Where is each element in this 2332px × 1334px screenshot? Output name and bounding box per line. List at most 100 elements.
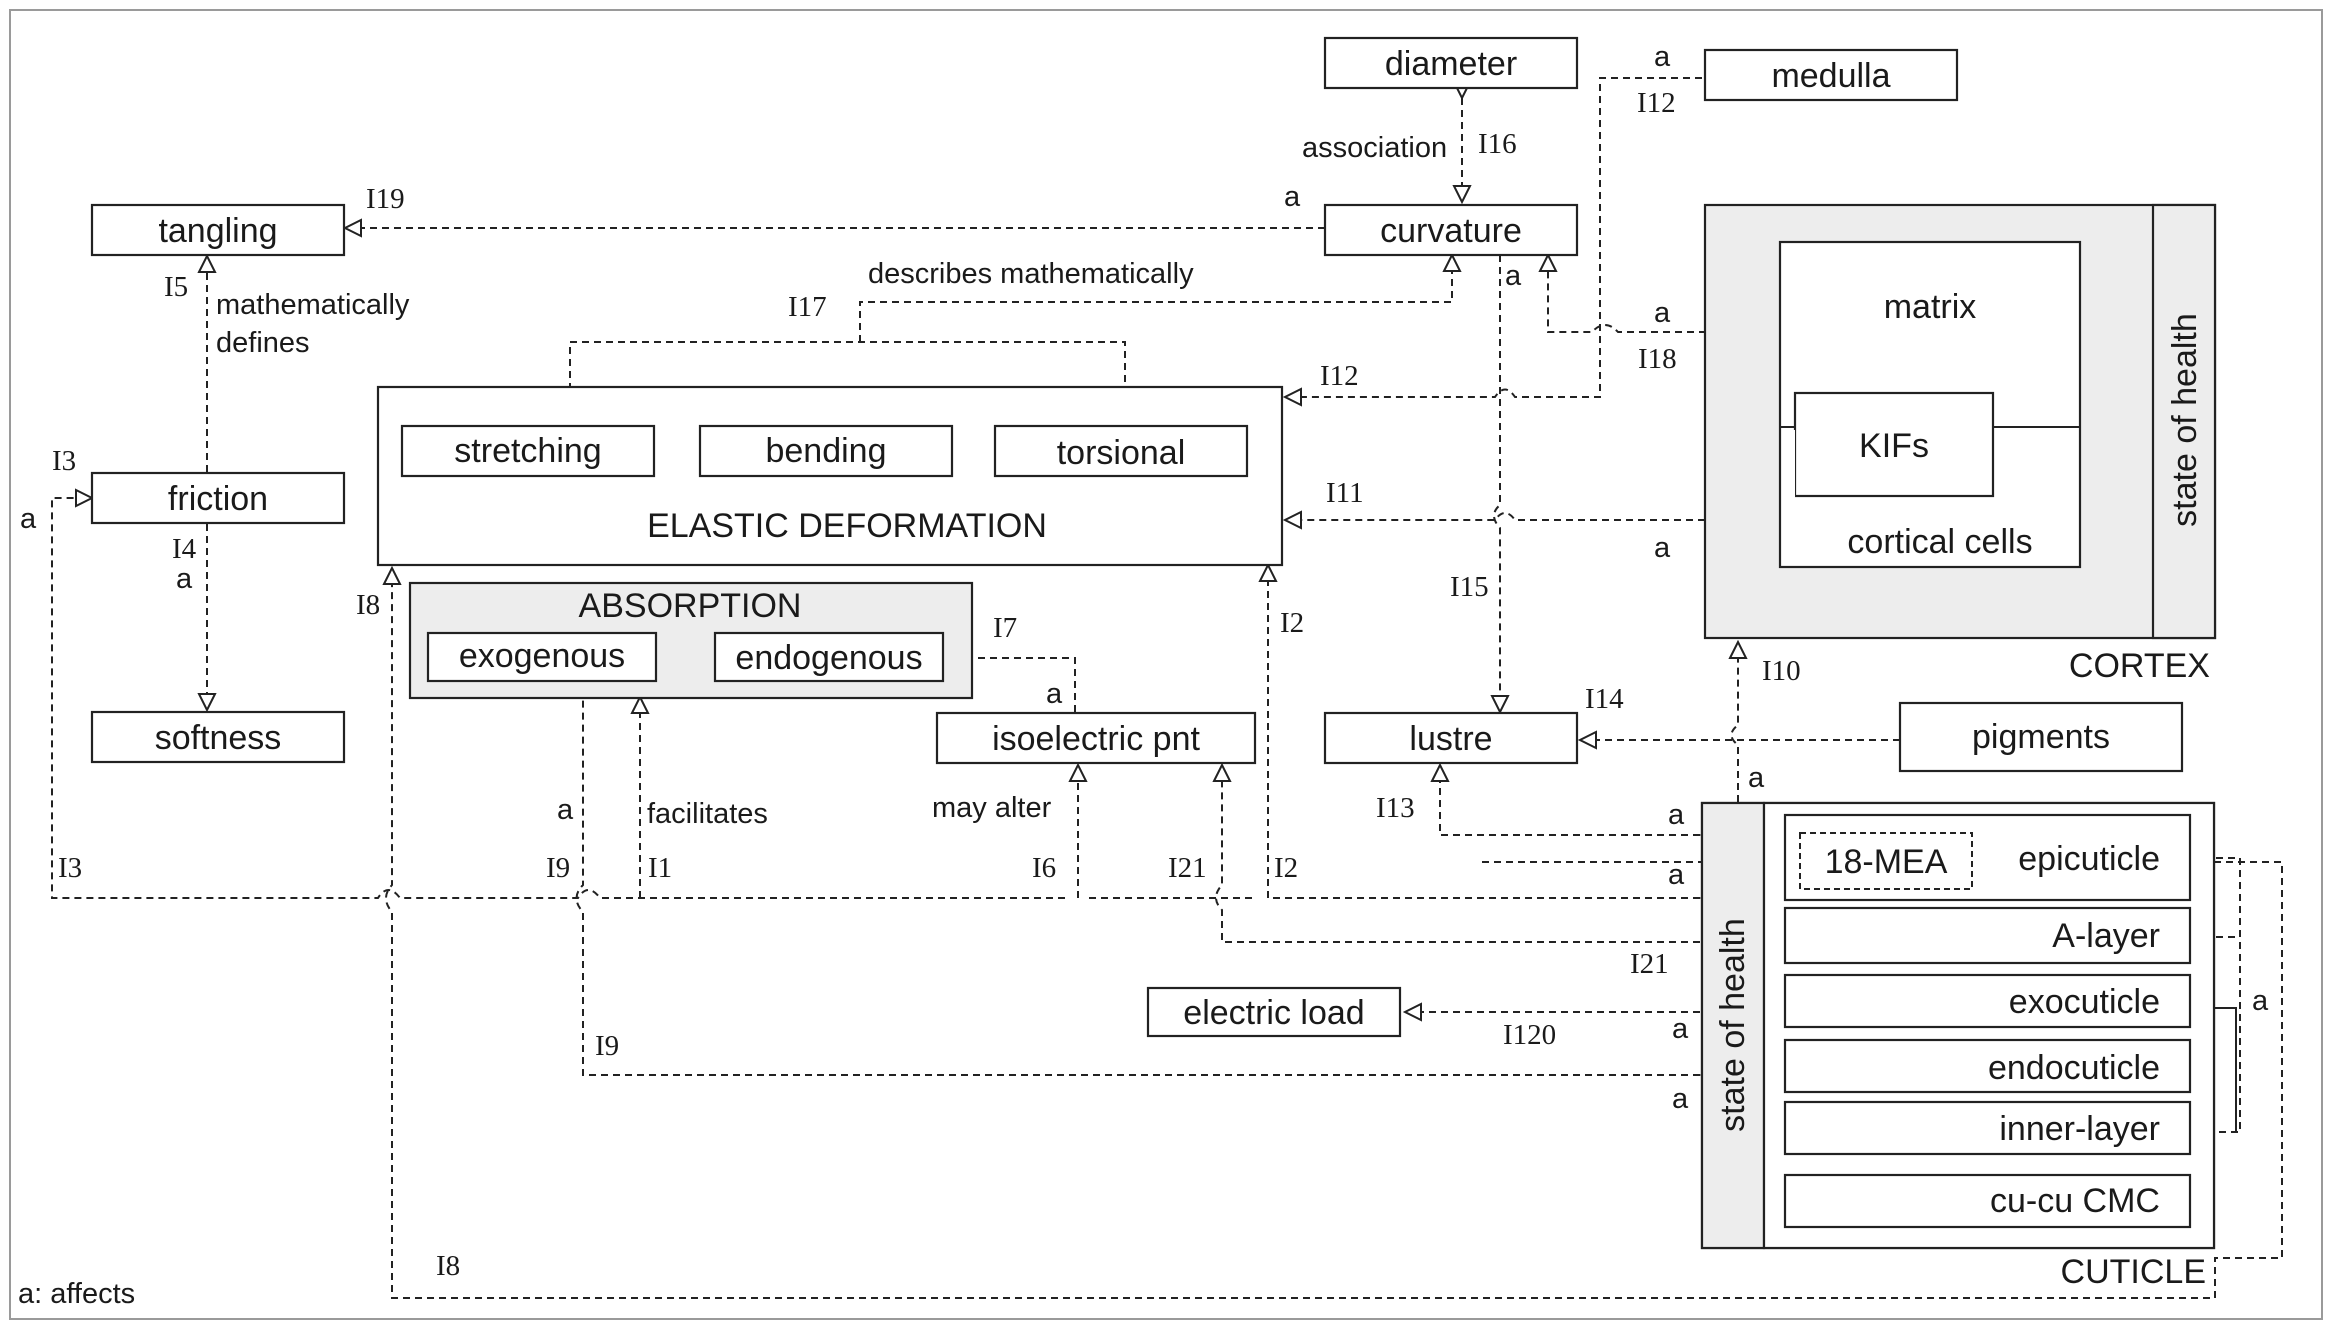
node-elastic-deformation: ELASTIC DEFORMATION	[647, 507, 1047, 545]
connector-i13	[1440, 765, 1700, 836]
affects-marker: a	[176, 563, 193, 595]
affects-marker: a	[1505, 260, 1522, 292]
node-18-mea: 18-MEA	[1825, 843, 1948, 881]
id-i21-bottom: I21	[1630, 948, 1669, 980]
node-box-a-layer	[1783, 906, 2192, 965]
affects-marker: a	[1672, 1013, 1689, 1045]
connector-i3	[51, 498, 1700, 899]
node-box-curvature	[1323, 203, 1579, 257]
node-box-18-mea	[1799, 832, 1973, 890]
node-box-endogenous	[713, 631, 945, 683]
id-i11: I11	[1326, 477, 1364, 509]
cortex-state-of-health: state of health	[2166, 313, 2204, 527]
cortical-mask	[1783, 430, 1795, 564]
node-box-cucu-cmc	[1783, 1173, 2192, 1229]
node-box-pigments	[1898, 701, 2184, 773]
node-box-bending	[698, 424, 954, 478]
node-box-softness	[90, 710, 346, 764]
connector-i10	[1732, 642, 1739, 802]
id-i5: I5	[164, 271, 188, 303]
node-softness: softness	[155, 719, 282, 757]
id-i8-bottom: I8	[436, 1250, 460, 1282]
id-i10: I10	[1762, 655, 1801, 687]
affects-marker: a	[1654, 532, 1671, 564]
rel-facilitates: facilitates	[647, 798, 768, 830]
affects-marker: a	[1748, 762, 1765, 794]
id-i4: I4	[172, 533, 197, 565]
node-diameter: diameter	[1385, 45, 1517, 83]
connector-i8	[386, 568, 2283, 1299]
node-tangling: tangling	[158, 212, 277, 250]
node-cortical-cells: cortical cells	[1847, 523, 2032, 561]
node-medulla: medulla	[1771, 57, 1890, 95]
id-i9-top: I9	[546, 852, 570, 884]
node-box-torsional	[993, 424, 1249, 478]
node-box-tangling	[90, 203, 346, 257]
node-lustre: lustre	[1409, 720, 1492, 758]
node-box-isoelectric	[935, 711, 1257, 765]
id-i2-bottom: I2	[1274, 852, 1298, 884]
affects-marker: a	[1284, 181, 1301, 213]
node-exogenous: exogenous	[459, 637, 625, 675]
rel-defines: defines	[216, 327, 310, 359]
rel-may-alter: may alter	[932, 792, 1052, 824]
node-box-medulla	[1703, 48, 1959, 102]
node-box-lustre	[1323, 711, 1579, 765]
connector-cuticle-bracket	[2192, 857, 2241, 1133]
node-absorption: ABSORPTION	[579, 587, 802, 625]
id-i6: I6	[1032, 852, 1056, 884]
id-i21-top: I21	[1168, 852, 1207, 884]
id-i3-top: I3	[52, 445, 76, 477]
node-a-layer: A-layer	[2052, 917, 2160, 955]
id-i14: I14	[1585, 683, 1624, 715]
node-box-electric-load	[1146, 986, 1402, 1038]
node-matrix: matrix	[1884, 288, 1977, 326]
affects-marker: a	[1668, 859, 1685, 891]
node-cuticle: CUTICLE	[2061, 1253, 2206, 1291]
node-endocuticle: endocuticle	[1988, 1049, 2160, 1087]
node-endogenous: endogenous	[735, 639, 922, 677]
affects-marker: a	[20, 503, 37, 535]
id-i120: I120	[1503, 1019, 1556, 1051]
node-box-inner-layer	[1783, 1100, 2192, 1156]
connector-i15	[1494, 255, 1500, 712]
connector-i7	[945, 658, 1076, 712]
node-epicuticle: epicuticle	[2018, 840, 2160, 878]
cuticle-state-of-health: state of health	[1714, 918, 1752, 1132]
affects-marker: a	[1654, 41, 1671, 73]
affects-marker: a	[2252, 985, 2269, 1017]
node-friction: friction	[168, 480, 268, 518]
node-exocuticle: exocuticle	[2009, 983, 2160, 1021]
rel-mathematically: mathematically	[216, 289, 410, 321]
id-i1: I1	[648, 852, 672, 884]
id-i19: I19	[366, 183, 405, 215]
rel-describes-mathematically: describes mathematically	[868, 258, 1194, 290]
node-box-diameter	[1323, 36, 1579, 90]
connector-i18	[1548, 255, 1730, 333]
id-i9-bottom: I9	[595, 1030, 619, 1062]
node-box-stretching	[400, 424, 656, 478]
node-cucu-cmc: cu-cu CMC	[1990, 1182, 2160, 1220]
id-i18: I18	[1638, 343, 1677, 375]
node-bending: bending	[765, 432, 886, 470]
affects-marker: a	[1668, 799, 1685, 831]
node-box-exogenous	[426, 631, 658, 683]
node-electric-load: electric load	[1183, 994, 1364, 1032]
affects-marker: a	[1046, 678, 1063, 710]
id-i12: I12	[1320, 360, 1359, 392]
outer-frame	[9, 9, 2323, 1320]
node-box-endocuticle	[1783, 1038, 2192, 1094]
cortex-state-panel	[2151, 203, 2217, 640]
id-i2-top: I2	[1280, 607, 1304, 639]
rel-association: association	[1302, 132, 1447, 164]
connector-i12	[1285, 77, 1702, 397]
node-kifs: KIFs	[1859, 427, 1929, 465]
id-i7: I7	[993, 612, 1017, 644]
node-box-kifs	[1793, 391, 1995, 498]
id-i12-medulla: I12	[1637, 87, 1676, 119]
connector-i17	[859, 255, 1452, 342]
id-i13: I13	[1376, 792, 1415, 824]
node-cortex: CORTEX	[2069, 647, 2210, 685]
node-box-friction	[90, 471, 346, 525]
